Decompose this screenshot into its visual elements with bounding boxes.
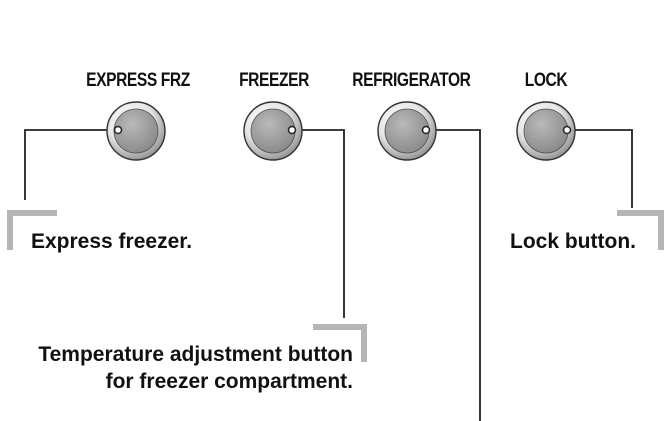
refrigerator-leader-line <box>427 129 481 421</box>
freezer-button[interactable] <box>244 102 302 160</box>
express-frz-button[interactable] <box>107 102 165 160</box>
express-frz-button-graphic <box>106 101 166 161</box>
refrigerator-button[interactable] <box>378 102 436 160</box>
refrigerator-button-graphic <box>377 101 437 161</box>
freezer-temp-callout-line1: Temperature adjustment button <box>38 343 353 366</box>
refrigerator-leader-dot <box>421 125 431 135</box>
express-freezer-callout: Express freezer. <box>31 230 193 253</box>
lock-label: LOCK <box>524 70 568 91</box>
freezer-bracket <box>313 324 367 362</box>
lock-leader-line <box>566 129 633 208</box>
express-leader-dot <box>113 125 123 135</box>
freezer-label: FREEZER <box>239 70 309 91</box>
lock-button[interactable] <box>517 102 575 160</box>
freezer-leader-line <box>294 129 345 318</box>
express-leader-line <box>24 129 116 200</box>
freezer-leader-dot <box>287 125 297 135</box>
refrigerator-label: REFRIGERATOR <box>352 70 471 91</box>
lock-button-callout: Lock button. <box>510 230 636 253</box>
express-frz-label: EXPRESS FRZ <box>86 70 190 91</box>
lock-button-graphic <box>516 101 576 161</box>
lock-leader-dot <box>562 125 572 135</box>
freezer-temp-callout-line2: for freezer compartment. <box>105 370 353 393</box>
express-bracket <box>7 210 57 250</box>
freezer-button-graphic <box>243 101 303 161</box>
lock-bracket <box>617 210 664 250</box>
